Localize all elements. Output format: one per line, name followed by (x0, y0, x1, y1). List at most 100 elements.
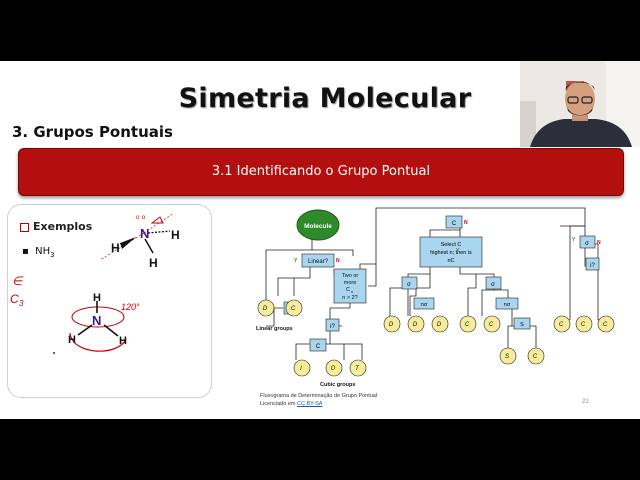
leaf-node (459, 315, 477, 333)
decision-c5-label: C (316, 344, 321, 350)
page-number: 22 (582, 399, 589, 405)
atom-n: N (140, 226, 149, 241)
two-or-more-line3: C (346, 287, 350, 293)
handwritten-3: 3 (19, 299, 24, 308)
select-line3: nC (447, 258, 454, 264)
checkbox-bullet-icon (20, 222, 29, 232)
decision-sigma-h-2-label: σ (491, 282, 495, 288)
example-subscript: 3 (50, 251, 55, 259)
no-label: N (597, 240, 601, 246)
annotation-triangle (150, 216, 164, 224)
leaf-label: D (389, 322, 394, 328)
no-label: N (336, 258, 340, 264)
leaf-label: C (559, 322, 564, 328)
decision-s2n-label: S (520, 322, 524, 328)
caption-line1: Fluxograma de Determinação de Grupo Pont… (260, 393, 378, 399)
leaf-node (575, 315, 593, 333)
slide-title: Simetria Molecular (178, 83, 472, 114)
leaf-label: C (465, 322, 470, 328)
decision-cn (445, 215, 463, 229)
webcam-overlay (520, 61, 640, 147)
leaf-node (285, 299, 303, 317)
decision-i-low (585, 257, 600, 271)
decision-sigma-low-label: σ (585, 241, 589, 247)
decision-i-cubic (325, 318, 340, 332)
yes-label: Y (456, 248, 460, 254)
no-label: N (464, 220, 468, 226)
decision-sigma-h (401, 276, 418, 290)
leaf-node (483, 315, 501, 333)
select-line2: highest n; then is (430, 250, 472, 256)
handwritten-120: 120° (121, 302, 140, 312)
leaf-node (407, 315, 425, 333)
examples-title: Exemplos (20, 220, 92, 233)
nh3-drawings: N H H H ᵒ ᵒ ∈ C 3 H N H H 120° (10, 212, 180, 354)
leaf-label: C (489, 322, 494, 328)
leaf-label: D (437, 322, 442, 328)
handwritten-epsilon: ∈ (12, 274, 24, 288)
decision-nsigma-d (413, 297, 435, 310)
decision-linear (301, 253, 335, 268)
leaf-label: T (355, 366, 360, 372)
bond (103, 324, 119, 337)
atom-h: H (119, 335, 127, 347)
caption-prefix: Licenciado em (260, 401, 297, 407)
select-line1: Select C (441, 242, 462, 248)
leaf-label: C (291, 306, 296, 312)
decision-sigma-h-label: σ (407, 282, 411, 288)
decision-sigma-h-2 (485, 276, 502, 290)
examples-panel: Exemplos ▪ NH3 N H H H ᵒ ᵒ ∈ C 3 H (7, 204, 212, 398)
handwritten-c: C (10, 292, 19, 306)
decision-linear-label: Linear? (308, 259, 329, 265)
bond (77, 324, 93, 336)
decision-c5 (309, 338, 327, 352)
leaf-label: C (533, 354, 538, 360)
leaf-node (325, 359, 343, 377)
atom-h: H (171, 228, 180, 242)
decision-cn-label: C (452, 221, 457, 227)
leaf-node (431, 315, 449, 333)
leaf-node (349, 359, 367, 377)
decision-nsigma-v-label: nσ (504, 302, 511, 308)
two-or-more-line4: n > 2? (342, 295, 357, 301)
caption-line2: Licenciado em CC BY-SA (260, 400, 377, 408)
flowchart-svg: Molecule Linear? Two or more C n n > 2? … (256, 207, 615, 388)
atom-h: H (93, 292, 101, 304)
banner-text: 3.1 Identificando o Grupo Pontual (211, 164, 431, 179)
leaf-label: D (413, 322, 418, 328)
license-link[interactable]: CC BY-SA (297, 401, 323, 407)
start-node-label: Molecule (304, 223, 332, 230)
decision-i-low-label: i? (590, 263, 595, 269)
decision-two-or-more (333, 268, 367, 304)
leaf-node (597, 315, 615, 333)
decision-nsigma-v (495, 297, 519, 310)
decision-i-label: i? (330, 324, 335, 330)
handwritten-mark: ᵒ ᵒ (136, 213, 146, 223)
presenter-video (520, 61, 640, 147)
atom-n: N (92, 313, 101, 328)
dot (53, 352, 55, 354)
leaf-label: I (300, 366, 302, 372)
examples-label: Exemplos (33, 220, 93, 233)
decision-select (419, 236, 483, 268)
decision-s2n (513, 317, 531, 330)
leaf-label: C (603, 322, 608, 328)
rotation-circle (71, 306, 125, 328)
two-or-more-line1: Two or (342, 273, 359, 279)
wedge-bond (120, 237, 136, 249)
decision-nsigma-d-label: nσ (421, 302, 428, 308)
two-or-more-line2: more (344, 280, 357, 286)
rotation-arrow (69, 332, 127, 352)
leaf-node (257, 299, 275, 317)
leaf-node (527, 347, 545, 365)
leaf-node (293, 359, 311, 377)
start-node (296, 209, 340, 241)
flowchart: Molecule Linear? Two or more C n n > 2? … (250, 204, 622, 416)
cubic-groups-label: Cubic groups (320, 382, 355, 388)
leaf-label: S (505, 354, 509, 360)
section-heading: 3. Grupos Pontuais (12, 123, 173, 141)
dashed-bond (147, 230, 171, 234)
leaf-node (499, 347, 517, 365)
linear-groups-label: Linear groups (256, 326, 293, 332)
decision-sigma-low (579, 235, 596, 249)
